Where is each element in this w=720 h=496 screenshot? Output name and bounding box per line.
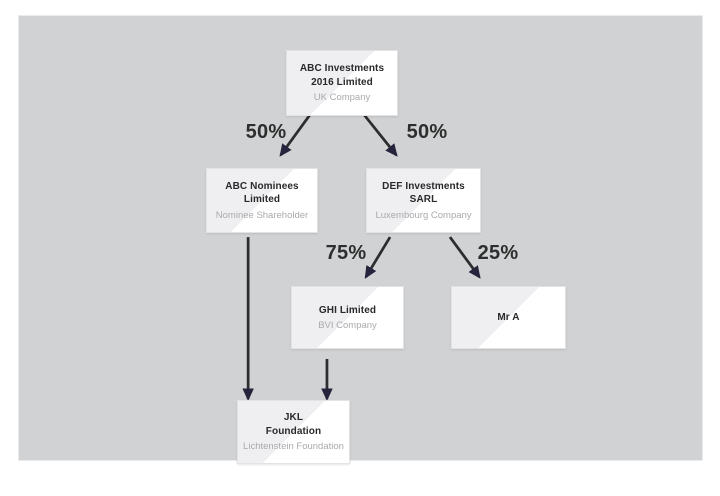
node-abc-nominees: ABC Nominees Limited Nominee Shareholder	[206, 168, 318, 233]
ownership-percent-label: 50%	[406, 121, 448, 143]
node-abc-investments-2016: ABC Investments 2016 Limited UK Company	[286, 50, 398, 116]
node-subtitle: UK Company	[313, 92, 371, 104]
node-def-investments: DEF Investments SARL Luxembourg Company	[366, 168, 481, 233]
node-jkl-foundation: JKL Foundation Lichtenstein Foundation	[237, 400, 350, 464]
diagram-panel: ABC Investments 2016 Limited UK Company …	[18, 15, 703, 464]
node-title: JKL Foundation	[265, 412, 322, 437]
arrow-abc-investments-to-def-investments	[361, 112, 398, 157]
node-title: ABC Investments 2016 Limited	[299, 63, 385, 88]
ownership-percent-label: 25%	[477, 242, 519, 264]
node-subtitle: Luxembourg Company	[375, 209, 472, 221]
node-title: DEF Investments SARL	[382, 180, 465, 206]
node-subtitle: BVI Company	[318, 320, 377, 332]
ownership-percent-label: 75%	[325, 242, 367, 264]
node-subtitle: Lichtenstein Foundation	[243, 441, 344, 453]
node-title: ABC Nominees Limited	[225, 180, 299, 206]
node-title: Mr A	[497, 311, 520, 323]
node-subtitle: Nominee Shareholder	[215, 209, 309, 221]
node-title: GHI Limited	[318, 304, 377, 316]
node-mr-a: Mr A	[451, 286, 566, 349]
node-ghi-limited: GHI Limited BVI Company	[291, 286, 404, 349]
ownership-percent-label: 50%	[245, 121, 287, 143]
